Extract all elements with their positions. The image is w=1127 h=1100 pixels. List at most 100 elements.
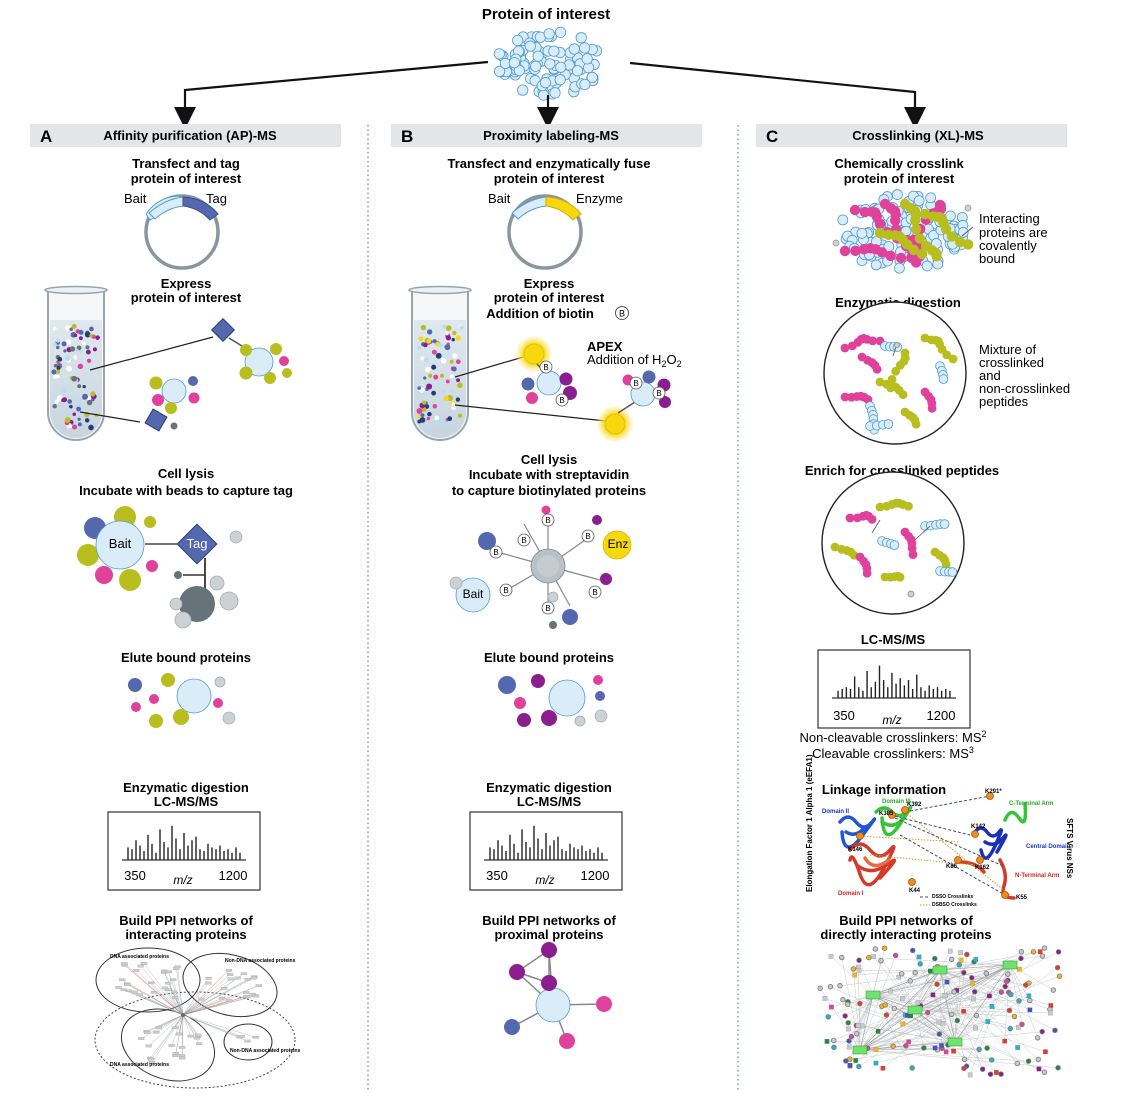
tube-particle <box>427 339 432 344</box>
network-node <box>1023 983 1028 988</box>
network-node <box>892 1006 897 1011</box>
network-node <box>939 1043 943 1047</box>
network-node <box>504 1019 520 1035</box>
tube-particle <box>432 350 437 355</box>
pointer-line <box>455 405 606 421</box>
network-node <box>858 1001 863 1006</box>
tube-particle <box>422 401 426 405</box>
eluted-protein <box>215 677 225 687</box>
a-step6-line2: interacting proteins <box>125 927 246 942</box>
network-node <box>908 979 913 984</box>
tube-particle <box>93 347 97 351</box>
network-hub <box>1003 961 1017 969</box>
network-node <box>913 970 918 975</box>
protein-bead <box>580 79 590 89</box>
tube-particle <box>83 385 86 388</box>
network-node <box>195 1034 201 1036</box>
tube-particle <box>420 356 424 360</box>
tube-particle <box>436 353 442 359</box>
peptide-bead <box>912 420 921 429</box>
network-node <box>882 946 887 951</box>
c-k162: K162 <box>975 865 990 871</box>
c-nterm: N-Terminal Arm <box>1015 873 1059 879</box>
network-edge <box>869 958 1010 965</box>
tube-particle <box>421 325 426 330</box>
b-spec-xlabel: m/z <box>535 873 554 887</box>
biotin-symbol: B <box>633 379 638 388</box>
eluted-protein <box>541 710 557 726</box>
network-node <box>179 1054 185 1056</box>
network-node <box>170 979 176 981</box>
eluted-protein <box>149 714 163 728</box>
a-step5-line2: LC-MS/MS <box>154 794 219 809</box>
network-node <box>994 1070 998 1074</box>
network-node <box>857 958 862 963</box>
biotin-symbol: B <box>656 389 661 398</box>
pointer-line <box>90 337 213 370</box>
protein-ribbon <box>985 835 1006 852</box>
tube-particle <box>452 331 456 335</box>
network-node <box>989 1058 994 1063</box>
eluted-protein <box>149 694 159 704</box>
network-node <box>1016 1025 1020 1029</box>
tube-particle <box>417 386 421 390</box>
network-node <box>949 1012 954 1017</box>
network-node <box>854 1058 858 1062</box>
network-node <box>1037 1067 1041 1071</box>
a-eluted-proteins <box>128 673 235 728</box>
peptide-bead <box>891 367 900 376</box>
partner-protein <box>643 371 656 384</box>
peptide-bead <box>948 568 957 577</box>
network-node <box>933 956 938 961</box>
lysine-marker <box>1002 892 1009 899</box>
network-node <box>831 1038 836 1043</box>
b-step1-line1: Transfect and enzymatically fuse <box>447 156 650 171</box>
network-node <box>871 954 875 958</box>
network-node <box>854 1031 859 1036</box>
network-node <box>1028 1008 1032 1012</box>
network-node <box>856 1023 860 1027</box>
olive-bead <box>963 239 973 249</box>
tube-particle <box>423 343 428 348</box>
network-node <box>900 996 904 1000</box>
network-node <box>968 1073 972 1077</box>
tube-particle <box>428 374 432 378</box>
tube-particle <box>89 334 93 338</box>
a-plasmid-left: Bait <box>124 191 147 206</box>
c-cterm: C-Terminal Arm <box>1009 801 1053 807</box>
biotin-symbol: B <box>545 516 550 525</box>
network-node <box>823 996 827 1000</box>
protein-bead <box>838 215 848 225</box>
c-step1-line1: Chemically crosslink <box>834 156 964 171</box>
c-k142: K142 <box>971 824 986 830</box>
bead <box>549 621 557 629</box>
tube-particle <box>417 346 421 350</box>
tube-particle <box>51 369 56 374</box>
tube-particle <box>433 375 438 380</box>
eluted-protein <box>595 691 605 701</box>
c-step6-line1: Build PPI networks of <box>839 913 973 928</box>
tube-particle <box>62 397 67 402</box>
network-node <box>205 982 211 984</box>
partner-protein <box>560 373 573 386</box>
network-node <box>1028 998 1033 1003</box>
network-node <box>891 1044 896 1049</box>
tube-particle <box>440 419 446 425</box>
b-step2-line1: Express <box>524 276 575 291</box>
b-step3-line2: Incubate with streptavidin <box>469 467 629 482</box>
network-node <box>1015 1061 1020 1066</box>
tube-particle <box>431 365 436 370</box>
bead <box>171 423 178 430</box>
tube-particle <box>95 335 100 340</box>
protein-bead <box>549 46 559 56</box>
network-edge <box>860 992 1001 1050</box>
a-step6-line1: Build PPI networks of <box>119 913 253 928</box>
tube-particle <box>53 404 57 408</box>
partner-protein <box>600 573 612 585</box>
network-node <box>988 1072 993 1077</box>
network-node <box>873 947 878 952</box>
network-node <box>115 986 121 988</box>
tube-particle <box>421 413 425 417</box>
network-node <box>251 977 257 979</box>
a-bait-label: Bait <box>109 536 132 551</box>
